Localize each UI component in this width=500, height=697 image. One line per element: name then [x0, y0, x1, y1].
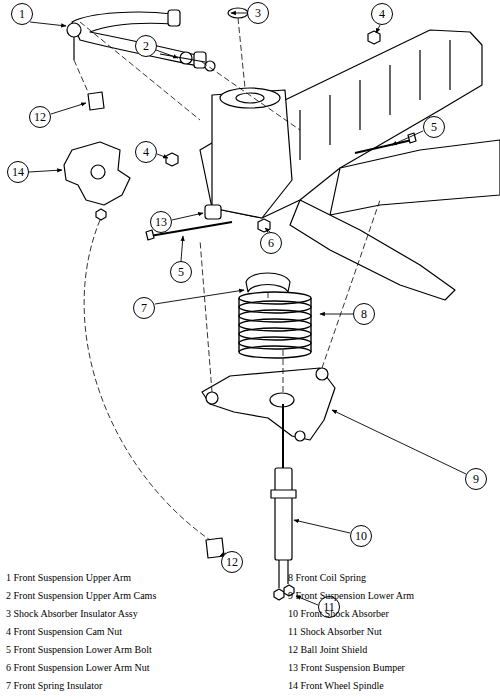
callout-number: 13 [155, 216, 167, 228]
frame-rail-side [330, 140, 500, 215]
bumper [205, 205, 221, 219]
callout-circle: 9 [465, 468, 487, 490]
callout-number: 9 [473, 473, 479, 485]
part-name: 9 Front Suspension Lower Arm [288, 590, 414, 601]
spring-insulator [246, 273, 290, 292]
spring-tower [212, 90, 292, 218]
callout-number: 12 [34, 111, 46, 123]
coil-side [238, 298, 239, 352]
cam-nut [166, 153, 178, 166]
ball-joint [67, 23, 81, 37]
part-name: 1 Front Suspension Upper Arm [6, 572, 131, 583]
coil-spring [239, 292, 311, 358]
shock-stud [278, 560, 279, 588]
callout-circle: 5 [170, 261, 192, 283]
callout-number: 7 [141, 302, 147, 314]
callout-circle: 3 [247, 2, 269, 24]
callout-circle: 14 [7, 161, 29, 183]
coil-winding [239, 346, 311, 358]
leader-lines [29, 13, 466, 605]
part-name: 12 Ball Joint Shield [288, 644, 367, 655]
part-name: 2 Front Suspension Upper Arm Cams [6, 590, 156, 601]
callout-circle: 2 [135, 35, 157, 57]
ball-stud [73, 37, 74, 60]
shock-nut [274, 589, 284, 600]
shock-body [275, 468, 292, 560]
coil-side [310, 298, 311, 352]
part-name: 5 Front Suspension Lower Arm Bolt [6, 644, 152, 655]
callout-circle: 12 [221, 551, 243, 573]
callout-number: 14 [12, 166, 24, 178]
lower-arm-nut [258, 219, 270, 232]
callout-number: 8 [361, 308, 367, 320]
callout-number: 5 [431, 121, 437, 133]
shock-collar [271, 490, 296, 498]
tower-top [220, 88, 280, 108]
lower-ball-joint [295, 431, 305, 441]
callout-number: 4 [143, 146, 149, 158]
callout-number: 6 [268, 237, 274, 249]
callout-number: 2 [143, 40, 149, 52]
bushing [168, 10, 180, 26]
assembly-lines [74, 18, 380, 540]
bushing [206, 392, 218, 404]
cam-nut [368, 31, 380, 44]
spindle-nut [96, 209, 106, 220]
lower-arm-bolt [355, 140, 412, 153]
part-name: 11 Shock Absorber Nut [288, 626, 382, 637]
shock-rod [282, 404, 284, 468]
part-name: 7 Front Spring Insulator [6, 680, 102, 691]
part-name: 6 Front Suspension Lower Arm Nut [6, 662, 150, 673]
tower-hole [236, 93, 264, 103]
spindle-hub [91, 165, 105, 179]
callout-circle: 13 [150, 211, 172, 233]
insulator [228, 8, 248, 18]
callout-number: 4 [379, 8, 385, 20]
part-name: 14 Front Wheel Spindle [288, 680, 384, 691]
callout-number: 10 [355, 530, 367, 542]
part-name: 8 Front Coil Spring [288, 572, 366, 583]
cam-bolt [160, 54, 205, 62]
callout-circle: 4 [371, 3, 393, 25]
callout-circle: 1 [11, 3, 33, 25]
callout-circle: 6 [260, 232, 282, 254]
callout-number: 3 [255, 7, 261, 19]
callout-circle: 4 [135, 141, 157, 163]
wheel-spindle [64, 142, 130, 205]
lower-arm [202, 368, 335, 440]
part-name: 4 Front Suspension Cam Nut [6, 626, 122, 637]
part-name: 3 Shock Absorber Insulator Assy [6, 608, 138, 619]
callout-circle: 7 [133, 297, 155, 319]
frame-crossmember [290, 200, 455, 300]
part-name: 10 Front Shock Absorber [288, 608, 389, 619]
callout-circle: 8 [353, 303, 375, 325]
callout-number: 1 [19, 8, 25, 20]
callout-circle: 5 [423, 116, 445, 138]
ball-joint-shield [88, 92, 104, 110]
callout-number: 5 [178, 266, 184, 278]
frame-ribs [300, 40, 450, 160]
callout-circle: 10 [350, 525, 372, 547]
bolt-head [146, 230, 154, 240]
callout-number: 12 [226, 556, 238, 568]
callout-circle: 12 [29, 106, 51, 128]
bushing [316, 368, 328, 380]
part-name: 13 Front Suspension Bumper [288, 662, 405, 673]
